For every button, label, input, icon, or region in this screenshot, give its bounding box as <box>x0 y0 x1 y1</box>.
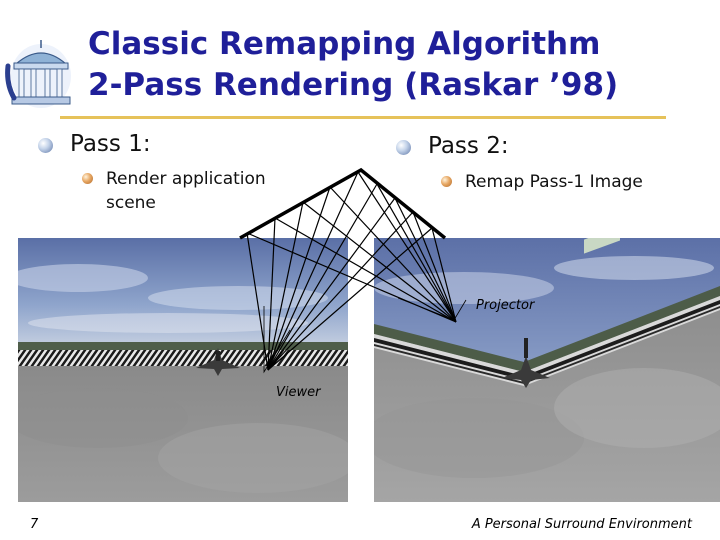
pass1-heading: Pass 1: <box>70 131 151 157</box>
viewer-frustum <box>263 306 291 374</box>
display-surface <box>239 167 447 240</box>
title-divider <box>60 116 666 119</box>
pass1-subitem: Render application scene <box>106 167 266 215</box>
rotunda-logo-icon <box>4 36 78 114</box>
blue-bullet-icon <box>396 140 411 155</box>
title-line-2: 2-Pass Rendering (Raskar ’98) <box>88 67 619 103</box>
pass2-remapped-image <box>374 238 720 502</box>
orange-bullet-icon <box>441 176 452 187</box>
footer-caption: A Personal Surround Environment <box>471 517 692 532</box>
pass2-subitem: Remap Pass-1 Image <box>465 172 643 192</box>
pass2-heading: Pass 2: <box>428 133 509 159</box>
slide-header: Classic Remapping Algorithm 2-Pass Rende… <box>0 0 720 119</box>
slide-title: Classic Remapping Algorithm 2-Pass Rende… <box>88 24 618 106</box>
jet-icon <box>196 348 240 376</box>
projector-rays <box>246 171 457 323</box>
jet-icon <box>502 338 550 388</box>
orange-bullet-icon <box>82 173 93 184</box>
title-line-1: Classic Remapping Algorithm <box>88 26 601 62</box>
slide-number: 7 <box>30 517 39 532</box>
viewer-rays <box>246 171 433 371</box>
pass1-subitem-line-2: scene <box>106 193 156 213</box>
viewer-label: Viewer <box>276 385 321 400</box>
pass1-subitem-line-1: Render application <box>106 169 266 189</box>
projector-label: Projector <box>476 298 535 313</box>
blue-bullet-icon <box>38 138 53 153</box>
